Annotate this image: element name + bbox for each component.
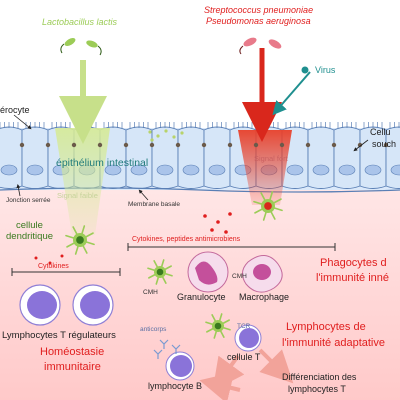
junction-dot [201,142,207,148]
homeostasis-label-1: Homéostasie [40,346,105,358]
strep-label: Streptococcus pneumoniae [204,5,314,15]
junction-dot [357,142,363,148]
cell-nucleus [312,164,330,176]
cell-nucleus [264,202,272,210]
t-cell-label: cellule T [227,352,261,362]
cell-nucleus [26,164,44,176]
cytokines-label: Cytokines [38,263,69,270]
lactobacillus-label: Lactobacillus lactis [42,17,118,27]
junction-pointer [16,184,21,197]
stem-cell-label-1: Cellu [370,127,391,137]
diff-arrow-c [199,372,241,400]
cytokine-dots [34,212,232,265]
strong-signal-label: Signal fort [254,154,288,163]
granulocyte-label: Granulocyte [177,292,226,302]
adaptive-label-1: Lymphocytes de [286,321,366,333]
stem-cell-pointer [353,139,369,152]
junction-dot [383,142,389,148]
diff-arrow [258,348,294,384]
cell-nucleus [286,164,304,176]
cell-nucleus [364,164,382,176]
macrophage-label: Macrophage [239,292,290,302]
lactobacillus-granules [148,129,184,142]
junction-dot [227,142,233,148]
epithelial-cell [0,126,23,189]
brackets [11,243,336,276]
dendritic-cell-strong [253,191,283,221]
virus-arrow [272,71,311,116]
pseudo-label: Pseudomonas aeruginosa [206,16,311,26]
diff-label-2: lymphocytes T [288,384,346,394]
junction-dot [123,142,129,148]
cell-nucleus [104,164,122,176]
weak-signal-beam [55,128,110,235]
cell-nucleus [390,164,400,176]
dendritic-cell [65,225,95,255]
granulocyte [187,251,229,293]
cytokines-peptides-label: Cytokines, peptides antimicrobiens [132,236,241,243]
tight-junction-label: Jonction serrée [6,197,51,204]
basal-membrane-label: Membrane basale [128,201,181,208]
treg-cells [19,284,114,326]
adaptive-label-2: l'immunité adaptative [282,337,385,349]
antibodies [153,339,181,359]
junction-dot [331,142,337,148]
junction-dot [97,142,103,148]
lactobacillus-bacteria [60,38,102,56]
phagocytes-label-1: Phagocytes d [320,257,387,269]
junction-dot [19,142,25,148]
weak-signal-label: Signal faible [57,191,98,200]
cell-nucleus [0,164,18,176]
cell-nucleus [156,164,174,176]
epithelium-label: épithélium intestinal [56,157,149,169]
membrane-pointer [138,189,149,201]
junction-dot [71,142,77,148]
phagocytes-label-2: l'immunité inné [316,272,390,284]
treg-label: Lymphocytes T régulateurs [2,330,116,341]
virus-particle [301,66,309,74]
pathogen-bacteria [239,37,282,55]
epithelial-cell [333,126,361,189]
cell-nucleus [338,164,356,176]
epithelial-cell [307,126,335,189]
junction-dot [45,142,51,148]
cmh-cell-tcell [205,313,231,339]
lamina-propria [0,190,400,400]
tight-junctions [19,142,389,148]
virus-label: Virus [315,65,336,75]
epithelial-cell [203,126,231,189]
junction-dot [253,142,259,148]
enterocyte-label: érocyte [0,105,30,115]
junction-dot [175,142,181,148]
homeostasis-label-2: immunitaire [44,361,101,373]
tcr-label: TCR [237,323,251,330]
junction-dot [305,142,311,148]
dendritic-label-1: cellule [16,220,43,231]
epithelial-cell [21,126,49,189]
junction-dot [279,142,285,148]
cell-nucleus [156,268,164,276]
cell-nucleus [130,164,148,176]
cell-nucleus [182,164,200,176]
cell-nucleus [208,164,226,176]
diff-label-1: Différenciation des [282,372,357,382]
cell-nucleus [214,322,222,330]
junction-dot [149,142,155,148]
macrophage [242,255,283,293]
antibody-label: anticorps [140,326,167,333]
dendritic-label-2: dendritique [6,231,54,242]
b-cell-label: lymphocyte B [148,381,203,391]
t-cell [234,324,262,352]
cell-nucleus [76,236,84,244]
b-cell [165,351,195,381]
cmh-cell-left [147,259,173,285]
enterocyte-pointer [13,114,32,130]
epithelial-cell [177,126,205,189]
cmh-label-2: CMH [232,273,247,280]
strong-signal-beam [238,130,292,205]
cmh-label-1: CMH [143,289,158,296]
stem-cell-label-2: souch [372,139,397,149]
